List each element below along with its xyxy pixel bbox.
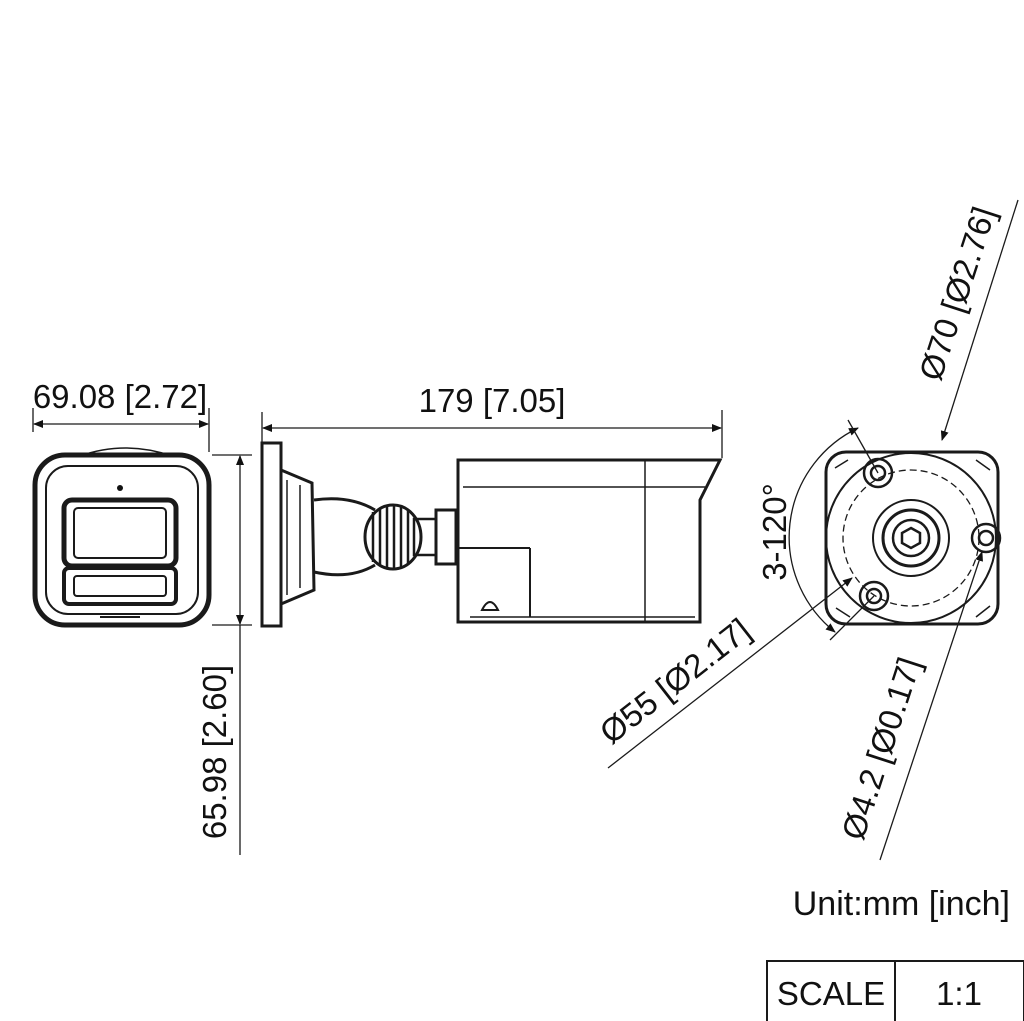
hole-diameter-leader: Ø4.2 [Ø0.17] <box>834 551 983 861</box>
front-height-dimension: 65.98 [2.60] <box>196 454 252 855</box>
front-width-label: 69.08 [2.72] <box>33 378 207 415</box>
scale-value: 1:1 <box>936 975 982 1012</box>
pattern-diameter-label: Ø55 [Ø2.17] <box>593 611 757 751</box>
side-length-dimension: 179 [7.05] <box>261 382 723 458</box>
scale-table: SCALE 1:1 <box>766 960 1024 1021</box>
screw-hole-1 <box>862 457 894 489</box>
scale-label: SCALE <box>777 975 885 1012</box>
mount-view <box>824 450 1002 626</box>
mount-diameter-leader: Ø70 [Ø2.76] <box>912 199 1019 441</box>
unit-note: Unit:mm [inch] <box>793 885 1010 923</box>
front-view <box>32 447 212 628</box>
ball-joint-ribs <box>371 506 410 568</box>
front-height-label: 65.98 [2.60] <box>196 665 233 839</box>
hub-nut <box>900 526 922 550</box>
screw-hole-2 <box>970 522 1002 554</box>
front-led-dot <box>117 485 123 491</box>
front-width-dimension: 69.08 [2.72] <box>32 378 210 452</box>
pattern-diameter-leader: Ø55 [Ø2.17] <box>593 577 853 769</box>
side-view <box>260 441 723 628</box>
hole-angle-dimension: 3-120° <box>756 419 879 641</box>
hole-diameter-label: Ø4.2 [Ø0.17] <box>834 653 928 844</box>
hole-angle-label: 3-120° <box>756 483 793 581</box>
side-length-label: 179 [7.05] <box>419 382 566 419</box>
screw-hole-3 <box>858 580 890 612</box>
